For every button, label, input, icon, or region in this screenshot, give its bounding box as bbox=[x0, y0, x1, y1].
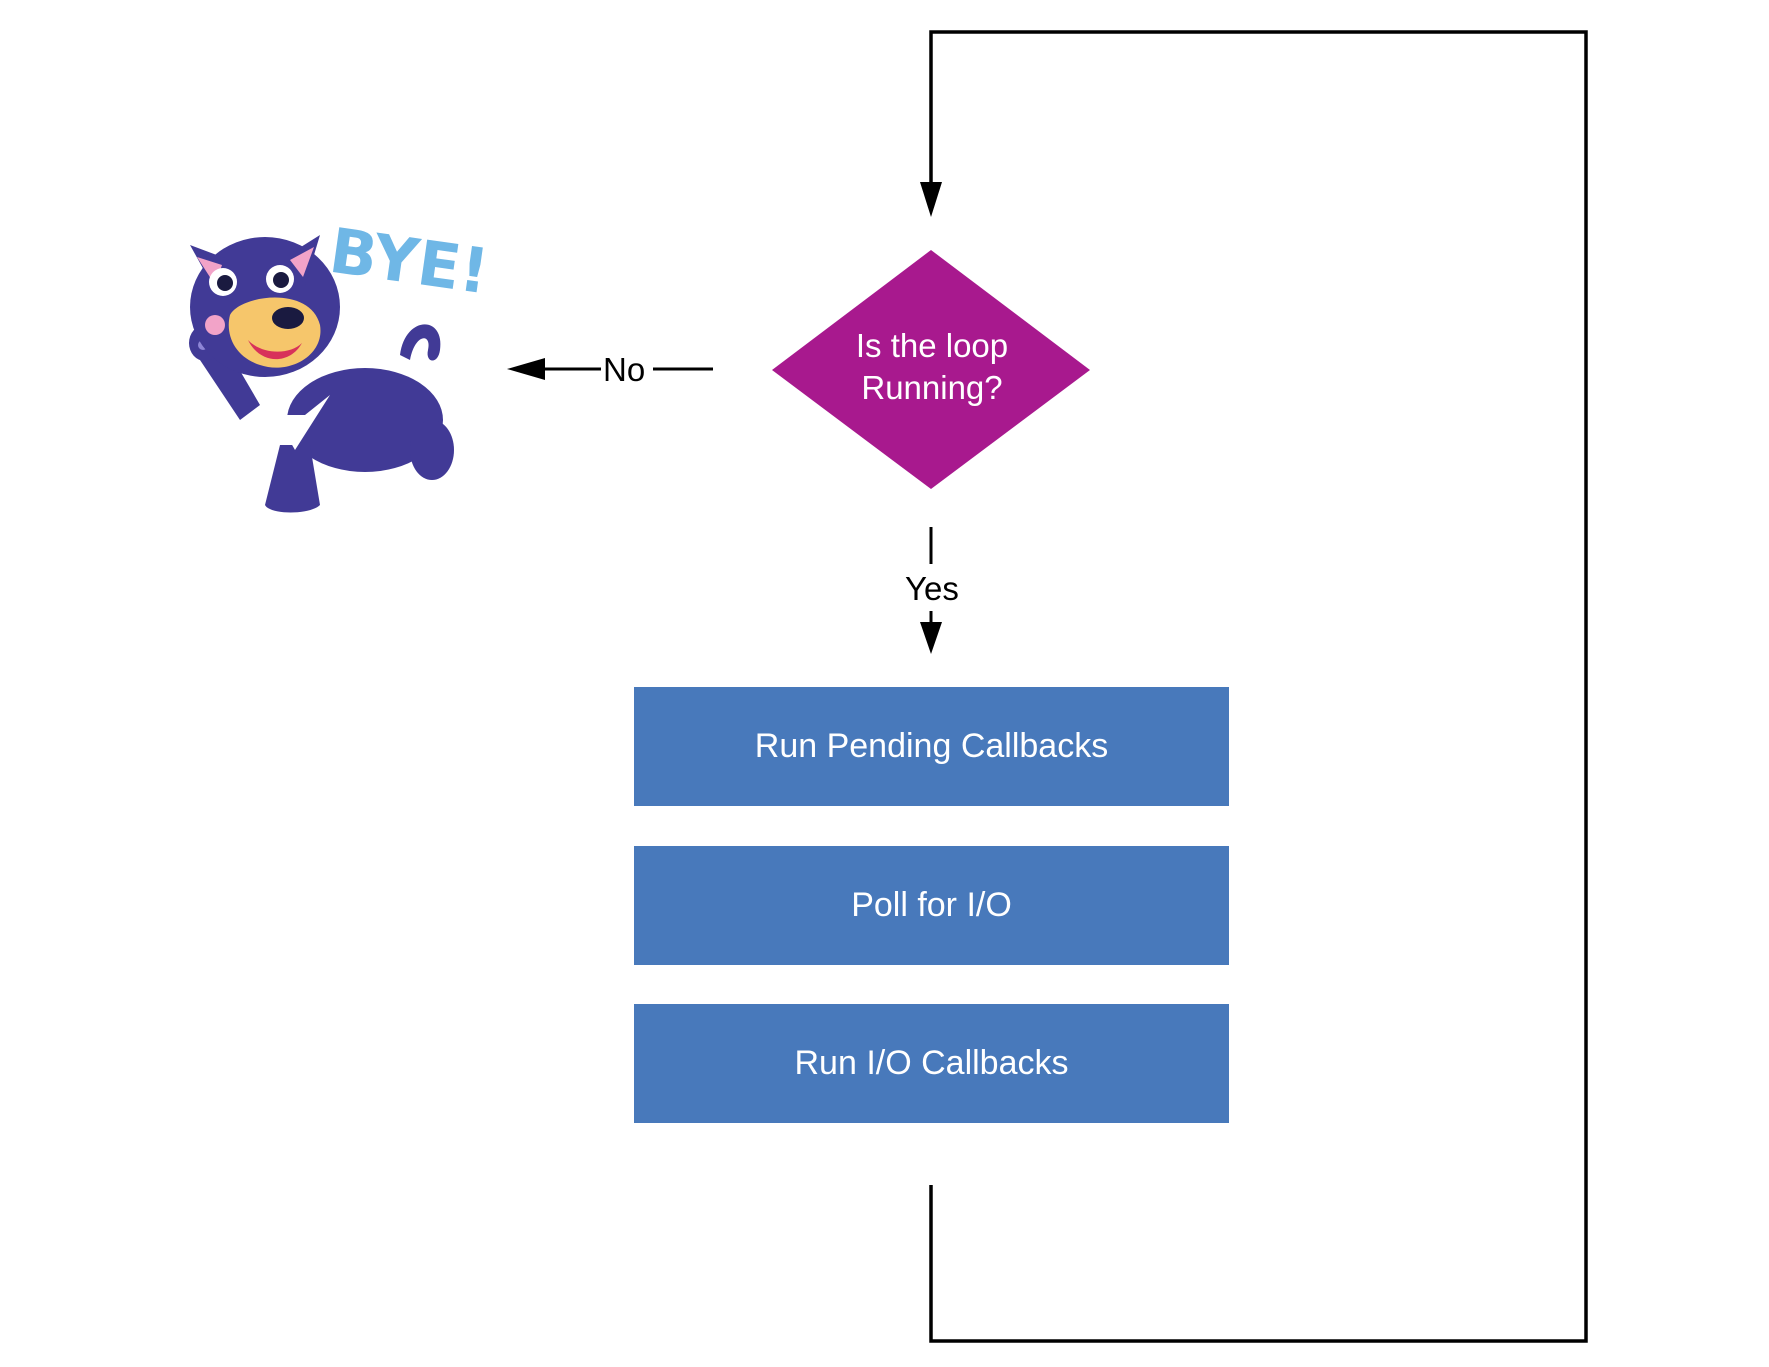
step-run-io-callbacks: Run I/O Callbacks bbox=[794, 1043, 1069, 1082]
bye-caption: BYE! bbox=[325, 215, 490, 308]
step-box-2 bbox=[634, 846, 1229, 965]
edge-label-yes: Yes bbox=[903, 570, 961, 607]
waving-dog-icon: BYE! bbox=[189, 215, 490, 513]
step-box-1 bbox=[634, 687, 1229, 806]
decision-label-line-1: Is the loop bbox=[855, 327, 1009, 364]
step-poll-for-io: Poll for I/O bbox=[851, 885, 1012, 924]
edge-label-no: No bbox=[601, 351, 648, 388]
step-box-3 bbox=[634, 1004, 1229, 1123]
no-arrowhead bbox=[507, 358, 545, 380]
decision-label: Is the loop Running? bbox=[774, 325, 1090, 409]
step-run-pending-callbacks: Run Pending Callbacks bbox=[754, 726, 1109, 765]
yes-arrowhead bbox=[920, 622, 942, 654]
loop-back-connector bbox=[929, 30, 1588, 1343]
loop-back-arrowhead bbox=[920, 182, 942, 217]
decision-diamond bbox=[772, 250, 1090, 489]
decision-label-line-2: Running? bbox=[861, 369, 1003, 406]
